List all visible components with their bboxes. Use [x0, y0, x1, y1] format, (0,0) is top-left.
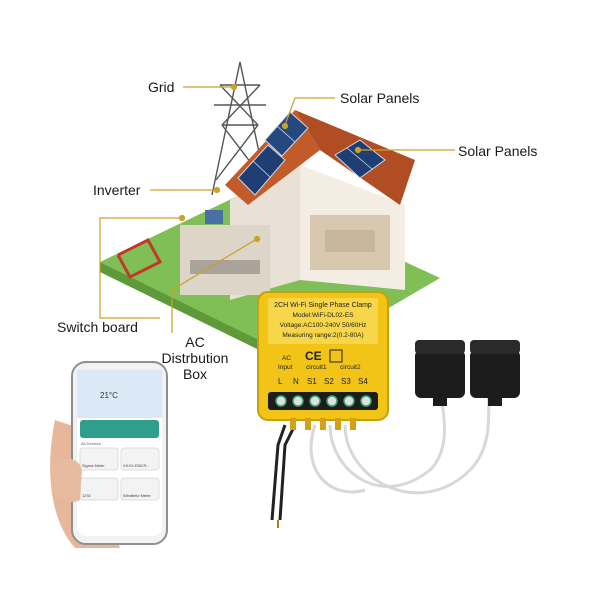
circuit1-label: circuit1	[306, 364, 327, 371]
terminal-label-N: N	[293, 377, 299, 386]
label-ac-line3: Box	[182, 366, 208, 382]
ground-marking	[116, 238, 163, 279]
label-switch-board: Switch board	[57, 319, 138, 335]
terminal-screws	[275, 395, 372, 407]
current-clamp-1	[415, 340, 465, 406]
phone-temperature: 21°C	[100, 391, 118, 400]
label-ac-line2: Distrbution	[161, 350, 229, 366]
clamp-wires	[309, 389, 491, 495]
phone-devices-tab: All Devices	[81, 441, 101, 446]
phone-tile-4: Windfield Meter	[123, 493, 151, 498]
terminal-label-L: L	[278, 377, 283, 386]
ac-label: AC	[282, 355, 291, 362]
terminal-pins	[290, 418, 356, 430]
device-voltage: Voltage:AC100-240V 50/60Hz	[280, 322, 367, 329]
current-clamp-2	[470, 340, 520, 406]
label-ac-box: AC Distrbution Box	[150, 334, 240, 382]
grid-tower	[211, 61, 269, 196]
label-inverter: Inverter	[93, 182, 141, 198]
recycle-mark	[329, 349, 343, 363]
circuit2-label: circuit2	[340, 364, 361, 371]
label-solar-panels-1: Solar Panels	[340, 90, 420, 106]
device-model: Model:WiFi-DL02-ES	[292, 312, 354, 319]
device-title: 2CH Wi-Fi Single Phase Clamp	[274, 302, 372, 309]
inverter-unit	[205, 210, 223, 224]
leader-lines	[99, 83, 455, 333]
terminal-label-S3: S3	[341, 377, 351, 386]
power-cable	[270, 424, 297, 521]
phone-tile-2: XXXX-ENCR...	[123, 463, 150, 468]
terminal-label-S2: S2	[324, 377, 334, 386]
solar-panel-right	[334, 139, 386, 179]
kitchen-counter	[190, 260, 260, 274]
hand-with-phone: 21°C All Devices Sigma Meter XXXX-ENCR..…	[50, 361, 168, 548]
terminal-label-S4: S4	[358, 377, 368, 386]
label-ac-line1: AC	[185, 334, 205, 350]
terminal-label-S1: S1	[307, 377, 317, 386]
solar-panel-left	[237, 111, 309, 196]
label-solar-panels-2: Solar Panels	[458, 143, 538, 159]
input-label: Input	[278, 364, 293, 371]
phone-tile-1: Sigma Meter	[82, 463, 105, 468]
ce-mark: CE	[305, 349, 322, 363]
device-range: Measuring range:2(0.2-80A)	[282, 332, 363, 339]
clamp-meter-device: 2CH Wi-Fi Single Phase Clamp Model:WiFi-…	[257, 291, 389, 430]
bed	[325, 230, 375, 252]
label-grid: Grid	[148, 79, 175, 95]
phone-tile-3: 1292	[82, 493, 92, 498]
lawn-edge	[100, 262, 300, 370]
